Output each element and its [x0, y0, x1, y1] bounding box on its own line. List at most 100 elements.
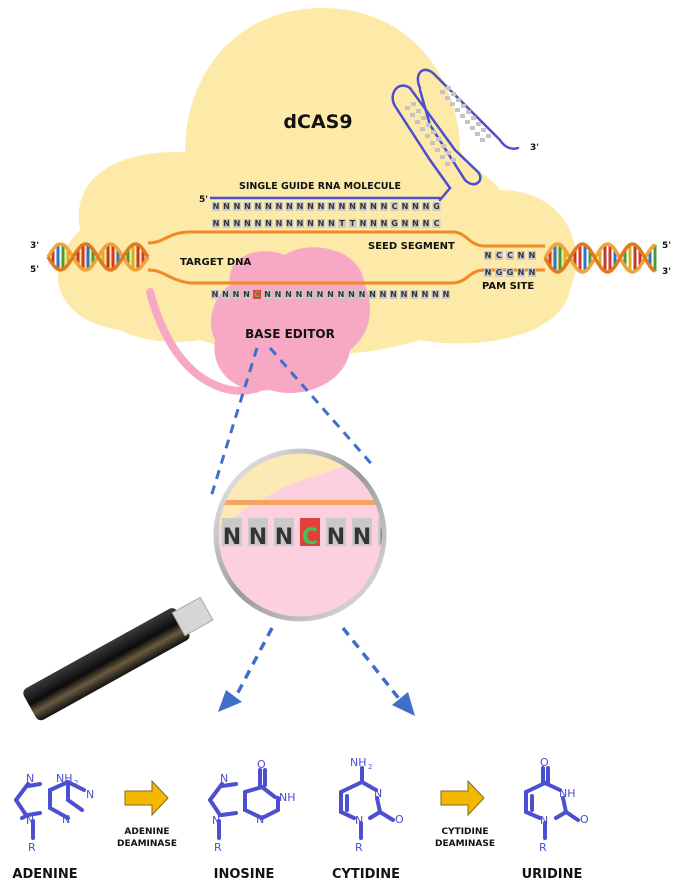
rna-pair-mark: [456, 98, 461, 102]
nucleotide: N: [423, 219, 430, 228]
nucleotide: N: [349, 202, 356, 211]
hairpin-pairing-marks: [405, 86, 491, 166]
nucleotide: N: [370, 202, 377, 211]
nucleotide-box: [222, 518, 242, 546]
base-editor-label: BASE EDITOR: [245, 327, 335, 341]
rna-pair-mark: [441, 144, 446, 148]
nucleotide-box: [389, 290, 398, 299]
dna-backbone-strand: [46, 242, 150, 272]
nucleotide: N: [286, 202, 293, 211]
nucleotide: N: [307, 202, 314, 211]
nucleotide-box: [243, 219, 252, 228]
rna-pair-mark: [466, 110, 471, 114]
nucleotide-box: [380, 202, 388, 211]
nucleotide-box: [390, 219, 399, 228]
rna-pair-mark: [405, 106, 410, 110]
nucleotide: N: [297, 219, 304, 228]
nucleotide: N: [327, 290, 334, 299]
adenine-nh2-label: NH: [56, 772, 73, 785]
cytidine-r-group: R: [355, 841, 363, 854]
nucleotide: N: [339, 202, 346, 211]
nucleotide-box: [254, 202, 262, 211]
dna-helix-left: [46, 242, 150, 272]
nucleotide-box: [359, 219, 367, 228]
nucleotide-box: [285, 202, 294, 211]
nucleotide-box: [348, 219, 357, 228]
nucleotide-box: [422, 202, 430, 211]
nucleotide-box: [232, 290, 240, 299]
zoom-guide-lines: [208, 347, 377, 501]
nucleotide: N: [518, 251, 525, 260]
magnifier-collar: [171, 596, 214, 637]
inosine-r-group: R: [214, 841, 222, 854]
magnifier-rim: [213, 448, 387, 622]
rna-pair-mark: [440, 155, 445, 159]
adenine-n9: N: [26, 814, 34, 827]
nucleotide: N: [360, 219, 367, 228]
nucleotide-box: [378, 518, 382, 546]
nucleotide-box: [495, 251, 503, 260]
nucleotide-box: [275, 219, 283, 228]
nucleotide: G: [507, 268, 514, 277]
nucleotide-box: [221, 290, 230, 299]
nucleotide: N: [328, 219, 335, 228]
rna-pair-mark: [426, 123, 431, 127]
nucleotide-box: [285, 219, 294, 228]
nucleotide: N: [285, 290, 292, 299]
nucleotide-box: [326, 518, 346, 546]
nucleotide-box: [233, 202, 241, 211]
nucleotide-box: [306, 202, 315, 211]
nucleotide-box: [254, 219, 262, 228]
nucleotide-box: [295, 290, 303, 299]
inosine-structure: O NH N N N R: [208, 758, 296, 854]
cytidine-nh2-subscript: 2: [368, 763, 372, 771]
rna-pair-mark: [460, 114, 465, 118]
cytidine-reaction-arrow: [440, 779, 485, 817]
rna-pair-mark: [435, 148, 440, 152]
nucleotide-box: [275, 202, 283, 211]
nucleotide: N: [233, 290, 240, 299]
nucleotide-box: [327, 219, 336, 228]
left-top-end-label: 3': [30, 241, 39, 251]
nucleotide-box: [317, 202, 325, 211]
nucleotide-box: [305, 290, 314, 299]
nucleotide: N: [318, 219, 325, 228]
nucleotide-box: [484, 251, 492, 260]
rna-pair-mark: [476, 122, 481, 126]
adenine-n3: N: [62, 813, 70, 826]
sgrna-3prime-label: 3': [530, 143, 539, 153]
nucleotide: N: [529, 251, 536, 260]
rna-pair-mark: [430, 141, 435, 145]
target-dna-label: TARGET DNA: [180, 257, 251, 268]
nucleotide: N: [401, 290, 408, 299]
nucleotide: N: [244, 202, 251, 211]
seed-segment-label: SEED SEGMENT: [368, 241, 455, 252]
right-bottom-end-label: 3': [662, 267, 671, 277]
nucleotide-box: [484, 268, 492, 277]
nucleotide: C: [507, 251, 513, 260]
nucleotide-box: [263, 290, 272, 299]
nucleotide: N: [338, 290, 345, 299]
inosine-name: INOSINE: [214, 867, 275, 882]
nucleotide: G: [391, 219, 398, 228]
nucleotide: N: [402, 219, 409, 228]
sgrna-label: SINGLE GUIDE RNA MOLECULE: [239, 181, 401, 192]
nucleotide-box: [296, 219, 304, 228]
nucleotide: N: [369, 290, 376, 299]
nucleotide-box: [222, 202, 231, 211]
nucleotide-box: [212, 219, 220, 228]
nucleotide: N: [255, 202, 262, 211]
nucleotide-box: [347, 290, 356, 299]
nucleotide-box: [316, 290, 324, 299]
nucleotide: N: [212, 290, 219, 299]
edited-base: C: [254, 290, 260, 299]
nucleotide-box: [348, 202, 357, 211]
nucleotide: N: [327, 525, 345, 550]
rna-pair-mark: [445, 96, 450, 100]
nucleotide: C: [496, 251, 502, 260]
inosine-n9: N: [212, 814, 220, 827]
nucleotide: N: [243, 290, 250, 299]
nucleotide: N: [380, 290, 387, 299]
